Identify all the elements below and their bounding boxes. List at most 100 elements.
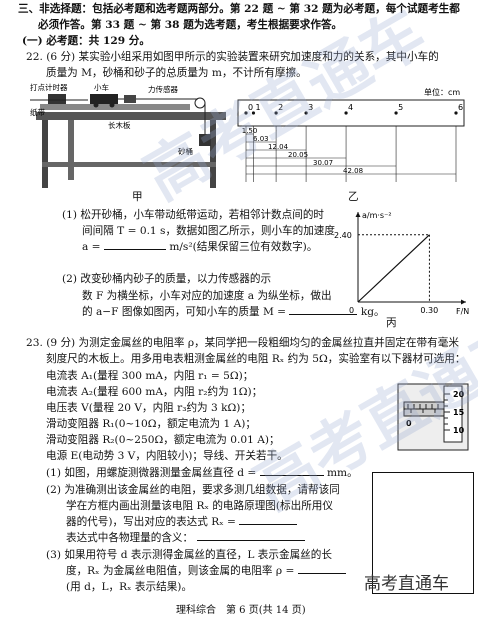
label-bucket: 砂桶: [178, 146, 193, 156]
meaning-answer-blank[interactable]: [196, 540, 305, 541]
rx-expression-prompt: 器的代号)，写出对应的表达式 Rₓ =: [66, 516, 236, 528]
figure-label-yi: 乙: [348, 191, 359, 203]
thimble-mark-15: 15: [453, 408, 465, 417]
y-axis-label: a/m·s⁻²: [362, 211, 392, 220]
sleeve-mark-0: 0: [406, 419, 412, 428]
tape-dot: [244, 111, 248, 115]
tape-dimension-label: 20.05: [288, 151, 308, 159]
x-tick-label: 0.30: [420, 306, 438, 315]
tape-dot: [274, 111, 278, 115]
diameter-answer-blank[interactable]: [259, 475, 324, 476]
label-timer: 打点计时器: [30, 82, 68, 92]
resistivity-prompt: 度，Rₓ 为金属丝电阻值，则该金属的电阻率 ρ =: [66, 565, 295, 577]
q23-part3-line3: (用 d，L，Rₓ 表示结果)。: [66, 581, 193, 593]
force-sensor: [124, 95, 136, 103]
part-one-heading: (一) 必考题：共 129 分。: [22, 35, 150, 47]
diameter-prompt: (1) 如图，用螺旋测微器测量金属丝直径 d =: [46, 467, 257, 479]
meaning-prompt: 表达式中各物理量的含义：: [66, 532, 194, 544]
q23-part2-line3: 器的代号)，写出对应的表达式 Rₓ =: [66, 515, 298, 530]
tape-dimension-label: 1.50: [242, 127, 258, 135]
tape-dimension-label: 42.08: [343, 167, 363, 175]
pulley: [194, 97, 206, 109]
q23-part2-line2: 学在方框内画出测量该电阻 Rₓ 的电路原理图(标出所用仪: [66, 500, 333, 512]
tape-dot: [394, 111, 398, 115]
label-board: 长木板: [108, 120, 131, 130]
q22-stem-line1: 22. (6 分) 某实验小组采用如图甲所示的实验装置来研究加速度和力的关系，其…: [26, 51, 439, 63]
bench-leg-right: [210, 120, 216, 188]
section-header-line2: 必须作答。第 33 题 ~ 第 38 题为选考题，考生根据要求作答。: [38, 19, 343, 31]
mass-prompt: 的 a−F 图像如图丙，可知小车的质量 M =: [82, 306, 287, 318]
page-footer: 理科综合 第 6 页(共 14 页): [176, 605, 306, 616]
bench-leg-left: [42, 120, 48, 188]
thimble-mark-10: 10: [453, 426, 465, 435]
q22-part2-line1: (2) 改变砂桶内砂子的质量，以力传感器的示: [62, 273, 272, 285]
tape-tick-label: 0: [248, 103, 253, 112]
acceleration-symbol: a =: [82, 241, 101, 253]
figure-label-bing: 丙: [386, 317, 397, 329]
tape-tick-label: 5: [398, 103, 403, 112]
tape-dot: [251, 111, 256, 115]
mass-answer-blank[interactable]: [289, 314, 358, 315]
tape-dimension-label: 12.04: [268, 143, 289, 151]
timer-device: [48, 94, 66, 104]
micrometer-figure: 20 15 10 0: [397, 383, 469, 451]
acceleration-answer-blank[interactable]: [103, 249, 166, 250]
lab-bench-top: [36, 112, 226, 120]
equipment-item: 电压表 V(量程 20 V，内阻 r₃约为 3 kΩ)；: [46, 402, 252, 414]
resistivity-answer-blank[interactable]: [297, 573, 346, 574]
y-axis-arrow: [355, 212, 361, 217]
acceleration-unit: m/s²(结果保留三位有效数字)。: [169, 241, 318, 253]
long-board: [40, 104, 190, 110]
q22-part1-line1: (1) 松开砂桶，小车带动纸带运动，若相邻计数点间的时: [62, 209, 325, 221]
x-axis-label: F/N: [456, 307, 469, 316]
q23-part1-line: (1) 如图，用螺旋测微器测量金属丝直径 d = mm。: [46, 466, 358, 481]
thimble-mark-20: 20: [453, 390, 465, 399]
apparatus-figure: 打点计时器 纸带 小车 力传感器 长木板 砂桶: [30, 82, 226, 188]
q22-part2-line2: 数 F 为横坐标，小车对应的加速度 a 为纵坐标，做出: [82, 290, 332, 302]
tape-tick-label: 2: [278, 103, 283, 112]
equipment-item: 电流表 A₂(量程 600 mA，内阻 r₂约为 1Ω)；: [46, 386, 263, 398]
q22-part1-line3: a = m/s²(结果保留三位有效数字)。: [82, 240, 317, 255]
label-tape: 纸带: [30, 107, 45, 117]
tape-tick-label: 4: [348, 103, 353, 112]
series-line: [357, 234, 430, 303]
circuit-drawing-box[interactable]: [372, 472, 474, 594]
q23-part2-line4: 表达式中各物理量的含义：: [66, 531, 305, 546]
rx-expression-blank[interactable]: [239, 524, 298, 525]
tape-dimension-label: 6.03: [253, 135, 269, 143]
tape-tick-label: 1: [255, 103, 260, 112]
brand-footer: 高考直通车: [364, 574, 449, 594]
label-cart: 小车: [94, 82, 109, 92]
q22-part1-line2: 间间隔 T = 0.1 s，数据如图乙所示，则小车的加速度: [82, 225, 335, 237]
equipment-item: 滑动变阻器 R₂(0~250Ω，额定电流为 0.01 A)；: [46, 434, 280, 446]
figure-label-jia: 甲: [132, 191, 143, 203]
micrometer-thimble: [443, 385, 463, 443]
mass-unit: kg。: [360, 306, 385, 318]
tape-tick-label: 6: [458, 103, 463, 112]
q22-part2-line3: 的 a−F 图像如图丙，可知小车的质量 M = kg。: [82, 305, 385, 320]
q23-stem-line1: 23. (9 分) 为测定金属丝的电阻率 ρ，某同学把一段粗细均匀的金属丝拉直并…: [26, 337, 459, 349]
q23-part3-line2: 度，Rₓ 为金属丝电阻值，则该金属的电阻率 ρ =: [66, 564, 346, 579]
equipment-item: 滑动变阻器 R₁(0~10Ω，额定电流为 1 A)；: [46, 418, 256, 430]
cart: [90, 94, 118, 104]
tape-dot: [454, 111, 458, 115]
tape-unit-label: 单位：cm: [424, 87, 460, 97]
origin-label: 0: [349, 306, 354, 315]
tape-dimension-label: 30.07: [313, 159, 333, 167]
tape-dot: [344, 111, 348, 115]
q23-part2-line1: (2) 为准确测出该金属丝的电阻，要求多测几组数据，请帮该同: [46, 484, 340, 496]
q23-stem-line2: 刻度尺的木板上。用多用电表粗测金属丝的电阻 Rₓ 约为 5Ω，实验室有以下器材可…: [46, 353, 466, 365]
q22-stem-line2: 质量为 M，砂桶和砂子的总质量为 m，不计所有摩擦。: [46, 67, 307, 79]
section-header-line1: 三、非选择题：包括必考题和选考题两部分。第 22 题 ~ 第 32 题为必考题，…: [18, 3, 460, 15]
a-f-chart: a/m·s⁻² F/N 0 2.40 0.30: [334, 211, 469, 316]
sand-bucket: [199, 134, 211, 146]
x-axis-arrow: [461, 299, 466, 305]
tape-tick-label: 3: [308, 103, 313, 112]
equipment-item: 电流表 A₁(量程 300 mA，内阻 r₁ = 5Ω)；: [46, 370, 254, 382]
diameter-unit: mm。: [327, 467, 358, 479]
y-tick-label: 2.40: [334, 231, 352, 240]
q23-part3-line1: (3) 如果用符号 d 表示测得金属丝的直径，L 表示金属丝的长: [46, 549, 332, 561]
equipment-item: 电源 E(电动势 3 V，内阻较小)；导线、开关若干。: [46, 450, 288, 462]
label-sensor: 力传感器: [148, 84, 178, 94]
